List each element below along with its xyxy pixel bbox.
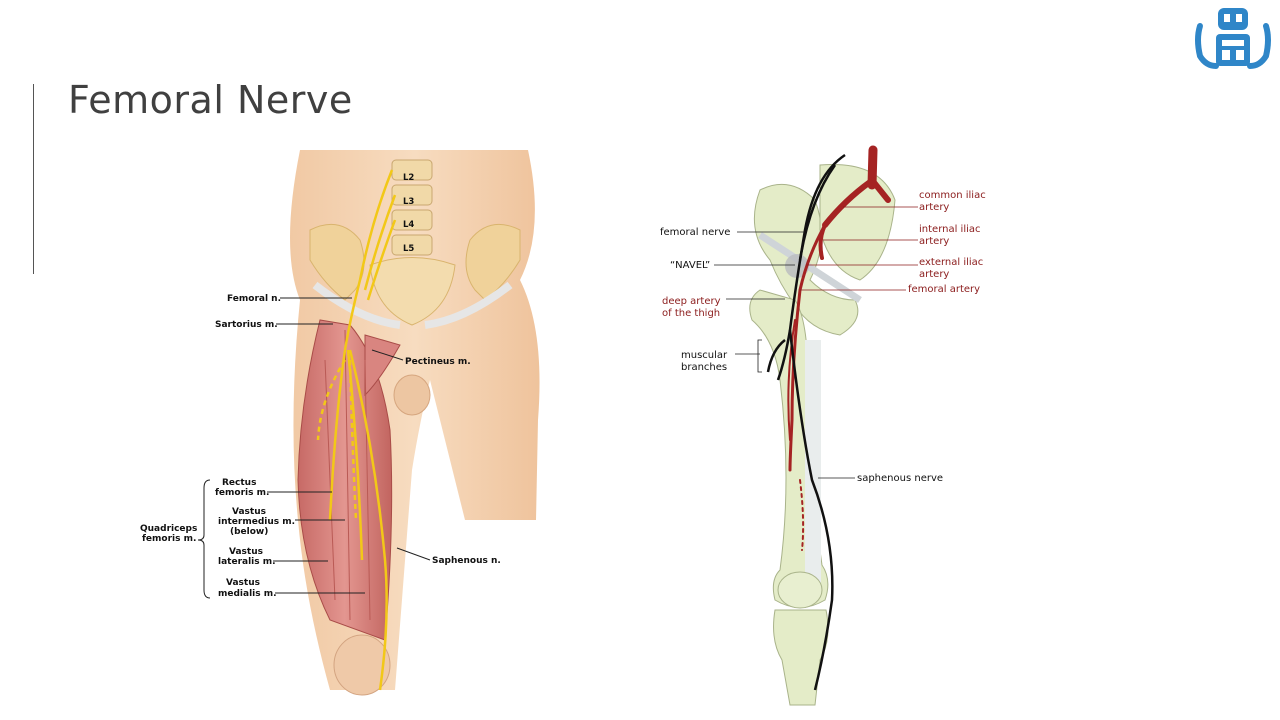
external-iliac-label-1: external iliac <box>919 257 983 268</box>
femoral-artery-label: femoral artery <box>908 284 980 295</box>
pectineus-label: Pectineus m. <box>405 357 471 367</box>
rectus-label-2: femoris m. <box>215 488 269 498</box>
pectineus-muscle <box>364 334 401 397</box>
rectus-label-1: Rectus <box>222 478 256 488</box>
saphenous-nerve-label: saphenous nerve <box>857 473 943 484</box>
femoral-nerve-black <box>766 153 846 691</box>
external-iliac-label-2: artery <box>919 269 949 280</box>
pelvis <box>309 223 365 301</box>
vint-label-2: intermedius m. <box>218 517 295 527</box>
vertebra-l2-label: L2 <box>403 173 414 183</box>
thigh-anatomy-figure: L2 L3 L4 L5 Femoral n. Sartorius m. Pect… <box>140 150 540 696</box>
robot-logo-icon <box>1195 8 1271 69</box>
quadriceps-label-1: Quadriceps <box>140 524 197 534</box>
femoral-nerve <box>316 169 397 691</box>
tibia-bone <box>773 609 829 706</box>
internal-iliac-label-2: artery <box>919 236 949 247</box>
muscular-branches-label-1: muscular <box>681 350 728 361</box>
quadriceps-label-2: femoris m. <box>142 534 196 544</box>
femoral-n-label: Femoral n. <box>227 294 281 304</box>
common-iliac-label-1: common iliac <box>919 190 986 201</box>
vint-label-1: Vastus <box>232 507 266 517</box>
sacrum-bone <box>819 163 896 281</box>
deep-artery-label-1: deep artery <box>662 296 721 307</box>
navel-label: “NAVEL” <box>670 260 710 271</box>
sacrum <box>369 257 456 326</box>
lumbar-vertebrae: L2 L3 L4 L5 <box>391 159 433 256</box>
vertebra-l5-label: L5 <box>403 244 414 254</box>
page-title: Femoral Nerve <box>68 78 353 122</box>
common-iliac-label-2: artery <box>919 202 949 213</box>
femur-vessel-figure: common iliac artery internal iliac arter… <box>660 145 986 706</box>
vertebra-l4-label: L4 <box>403 220 414 230</box>
vlat-label-2: lateralis m. <box>218 557 276 567</box>
artery-tree <box>787 145 891 551</box>
deep-artery-label-2: of the thigh <box>662 308 720 319</box>
vertebra-l3-label: L3 <box>403 197 414 207</box>
accent-line <box>33 84 34 274</box>
vmed-label-1: Vastus <box>226 578 260 588</box>
saphenous-label: Saphenous n. <box>432 556 501 566</box>
vint-label-3: (below) <box>230 527 268 537</box>
internal-iliac-label-1: internal iliac <box>919 224 981 235</box>
sartorius-label: Sartorius m. <box>215 320 278 330</box>
vlat-label-1: Vastus <box>229 547 263 557</box>
muscular-branches-label-2: branches <box>681 362 727 373</box>
vmed-label-2: medialis m. <box>218 589 277 599</box>
femoral-nerve-label: femoral nerve <box>660 227 730 238</box>
